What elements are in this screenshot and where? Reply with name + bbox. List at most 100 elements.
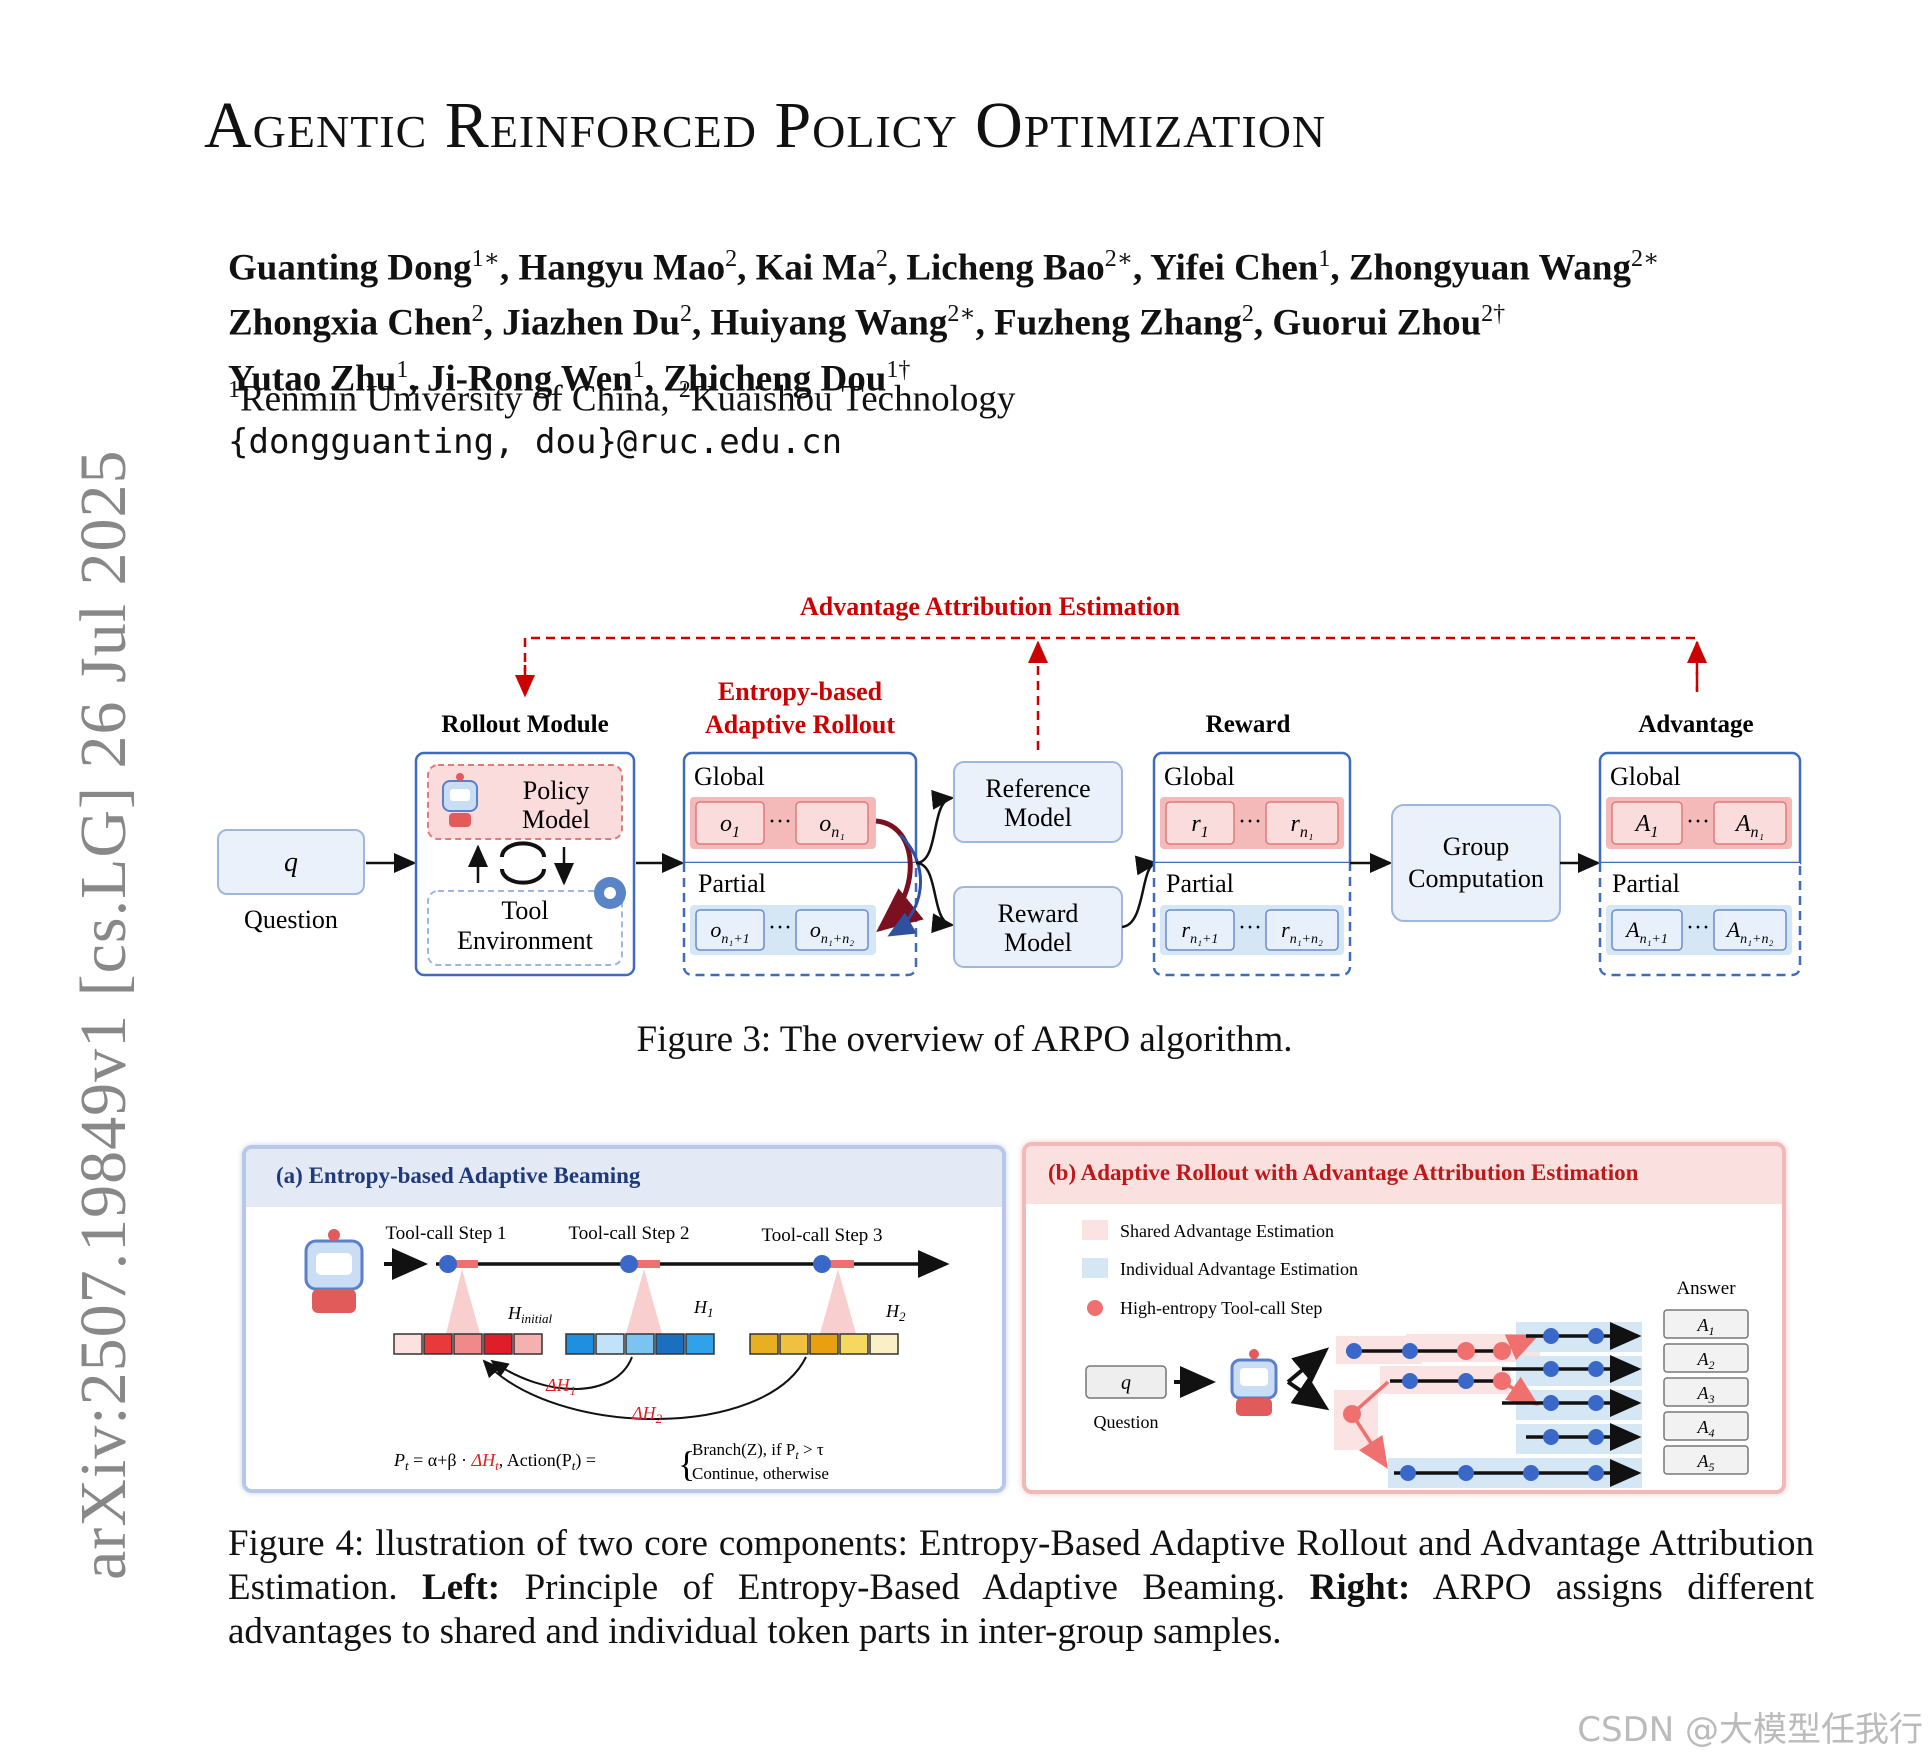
panel-a-diagram: Tool-call Step 1 Tool-call Step 2 Tool-c… [304, 1223, 950, 1484]
watermark: CSDN @大模型任我行 [1577, 1710, 1923, 1750]
author-name: Jiazhen Du [502, 302, 680, 344]
question-label: Question [1094, 1412, 1159, 1432]
step-label-1: Tool-call Step 1 [385, 1223, 506, 1244]
affiliations: 1Renmin University of China, 2Kuaishou T… [228, 377, 1015, 420]
beam-3 [820, 1269, 856, 1334]
author-affiliation-mark: 1 [1318, 246, 1331, 272]
legend-shared-swatch [1082, 1220, 1108, 1240]
token-row-h1 [565, 1333, 715, 1355]
beam-1 [446, 1269, 480, 1334]
author-name: Hangyu Mao [518, 247, 726, 289]
path-nodes [1346, 1328, 1604, 1481]
caption4-left: Left: [422, 1567, 501, 1608]
delta-h2-arrow [482, 1356, 807, 1420]
question-symbol: q [284, 847, 298, 878]
author-name: Yifei Chen [1150, 247, 1319, 289]
author-name: Guanting Dong [228, 247, 472, 289]
author-affiliation-mark: 2 [725, 246, 738, 272]
answer-3: A3 [1697, 1383, 1715, 1406]
delta-h1-arrow [490, 1356, 633, 1390]
advantage-global-label: Global [1610, 762, 1681, 791]
reward-model-line2: Model [1004, 928, 1072, 957]
answer-label: Answer [1676, 1278, 1736, 1299]
token-on1 [795, 801, 869, 845]
policy-model-line1: Policy [523, 776, 589, 805]
author-affiliation-mark: 2 [875, 246, 888, 272]
reward-partial-label: Partial [1166, 869, 1234, 898]
question-label: Question [244, 905, 338, 934]
affil-2-sup: 2 [678, 377, 691, 403]
group-computation-box [1391, 804, 1561, 922]
group-computation-line2: Computation [1408, 864, 1544, 893]
authors-line-2: Zhongxia Chen2, Jiazhen Du2, Huiyang Wan… [228, 301, 1506, 344]
step-label-2: Tool-call Step 2 [568, 1223, 689, 1244]
figure-3-diagram: Advantage Attribution Estimation q Quest… [217, 592, 1802, 977]
contact-email: {dongguanting, dou}@ruc.edu.cn [228, 422, 843, 462]
author-affiliation-mark: 1 [396, 356, 409, 383]
entropy-mark-1 [446, 1260, 478, 1268]
panel-b-header [1026, 1146, 1782, 1204]
author-affiliation-mark: 2∗ [947, 301, 976, 328]
branch-down [1286, 1376, 1330, 1411]
author-name: Kai Ma [755, 247, 876, 289]
high-entropy-nodes [1343, 1342, 1511, 1423]
author-affiliation-mark: 2 [1241, 301, 1254, 328]
top-label: Advantage Attribution Estimation [800, 592, 1180, 621]
h2-label: H2 [885, 1301, 906, 1324]
author-affiliation-mark: 1 [632, 356, 645, 383]
step-node-2 [620, 1255, 638, 1273]
robot-icon [304, 1229, 364, 1313]
h1-label: H1 [693, 1297, 714, 1320]
author-name: Huiyang Wang [710, 302, 948, 344]
ellipsis: ··· [768, 809, 792, 835]
branch-up [1286, 1347, 1330, 1384]
tool-environment-box [427, 890, 623, 966]
formula-brace: { [678, 1444, 695, 1484]
author-name: Yutao Zhu [228, 357, 397, 399]
formula-continue: Continue, otherwise [692, 1464, 829, 1483]
affil-1: Renmin University of China, [240, 378, 679, 420]
beam-2 [626, 1269, 662, 1334]
author-name: Zhicheng Dou [663, 357, 887, 399]
ellipsis: ··· [1686, 915, 1710, 941]
legend-individual: Individual Advantage Estimation [1120, 1259, 1358, 1279]
panel-a-header [246, 1149, 1002, 1207]
author-name: Guorui Zhou [1272, 302, 1482, 344]
ellipsis: ··· [1686, 809, 1710, 835]
author-affiliation-mark: 2∗ [1630, 246, 1660, 272]
gear-icon [594, 877, 626, 909]
delta-h1-label: ΔH1 [545, 1375, 576, 1398]
entropy-mark-3 [822, 1260, 854, 1268]
reference-model-line1: Reference [985, 774, 1090, 803]
arrow-reward-to-reward [1121, 855, 1159, 929]
robot-icon [1230, 1349, 1278, 1416]
token-an1p1 [1611, 909, 1683, 951]
formula: Pt = α+β · ΔHt, Action(Pt) = [393, 1450, 596, 1473]
author-affiliation-mark: 1∗ [471, 246, 500, 272]
reference-model-box [953, 761, 1123, 843]
step-node-3 [813, 1255, 831, 1273]
authors-line-3: Yutao Zhu1, Ji-Rong Wen1, Zhicheng Dou1† [228, 356, 911, 399]
question-box [1085, 1365, 1167, 1399]
question-box [217, 829, 365, 895]
robot-icon [442, 773, 478, 827]
token-o1 [695, 801, 765, 845]
cycle-icon [500, 841, 546, 885]
affil-2: Kuaishou Technology [690, 378, 1016, 420]
affil-1-sup: 1 [228, 377, 240, 403]
step-label-3: Tool-call Step 3 [761, 1225, 882, 1246]
entropy-title-line1: Entropy-based [718, 677, 883, 706]
individual-band-4 [1516, 1424, 1642, 1454]
reference-model-line2: Model [1004, 803, 1072, 832]
arrow-to-reward [915, 861, 955, 934]
token-row-initial [393, 1333, 543, 1355]
ellipsis: ··· [1238, 809, 1262, 835]
advantage-partial-label: Partial [1612, 869, 1680, 898]
token-on1p1 [695, 909, 765, 951]
legend-high-entropy: High-entropy Tool-call Step [1120, 1298, 1322, 1318]
author-name: Ji-Rong Wen [426, 357, 633, 399]
token-a1 [1611, 801, 1683, 845]
h-initial-label: Hinitial [507, 1303, 552, 1326]
entropy-global-label: Global [694, 762, 765, 791]
answer-1: A1 [1697, 1315, 1715, 1338]
